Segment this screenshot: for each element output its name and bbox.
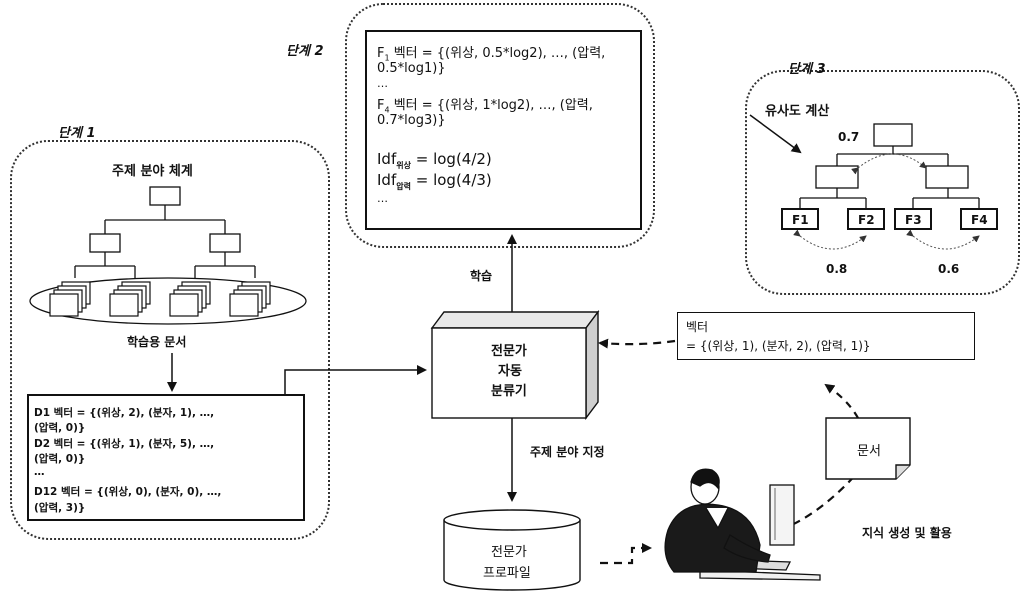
leaf-f4-label: F4: [971, 213, 988, 227]
arrow-profile-to-user: [600, 548, 650, 563]
taxonomy-title: 주제 분야 체계: [112, 160, 193, 179]
leaf-f2-label: F2: [858, 213, 875, 227]
taxonomy-node-left: [90, 234, 120, 252]
step2-ellipsis-1: …: [377, 77, 388, 90]
profile-label-2: 프로파일: [483, 562, 531, 581]
doc-stack-2: [110, 282, 150, 316]
classifier-label-3: 분류기: [491, 380, 527, 399]
taxonomy-node-right: [210, 234, 240, 252]
classifier-label-1: 전문가: [491, 340, 527, 359]
f4-vector-line2: 0.7*log3)}: [377, 113, 446, 128]
doc-vector-line1: D1 벡터 = {(위상, 2), (분자, 1), …,: [34, 405, 214, 420]
f1-vector-line2: 0.5*log1)}: [377, 61, 446, 76]
similarity-top-value: 0.7: [838, 130, 859, 144]
user-icon: [665, 469, 820, 580]
doc-vector-line2: (압력, 0)}: [34, 420, 85, 435]
query-vector-line1: 벡터: [686, 318, 708, 335]
doc-vector-line5: …: [34, 466, 45, 478]
f1-vector-line1: F1 벡터 = {(위상, 0.5*log2), …, (압력,: [377, 42, 605, 63]
idf-phase: Idf위상 = log(4/2): [377, 150, 492, 171]
leaf-f4: F4: [960, 208, 998, 230]
doc-vector-line3: D2 벡터 = {(위상, 1), (분자, 5), …,: [34, 436, 214, 451]
leaf-f2: F2: [847, 208, 885, 230]
arrow-vector-to-classifier: [600, 341, 675, 344]
f4-vector-line1: F4 벡터 = {(위상, 1*log2), …, (압력,: [377, 94, 593, 115]
doc-vectors-box: D1 벡터 = {(위상, 2), (분자, 1), …, (압력, 0)} D…: [27, 394, 305, 521]
profile-label-1: 전문가: [491, 541, 527, 560]
idf-pressure: Idf압력 = log(4/3): [377, 171, 492, 192]
leaf-f1-label: F1: [792, 213, 809, 227]
field-node-left: [816, 166, 858, 188]
document-label: 문서: [857, 440, 881, 459]
leaf-f1: F1: [781, 208, 819, 230]
similarity-arc-left: [800, 236, 866, 249]
leaf-f3-label: F3: [905, 213, 922, 227]
taxonomy-root-node: [150, 187, 180, 205]
similarity-arc-top: [858, 154, 926, 168]
field-node-right: [926, 166, 968, 188]
assign-field-label: 주제 분야 지정: [530, 443, 605, 460]
doc-vector-line4: (압력, 0)}: [34, 451, 85, 466]
doc-vector-line6: D12 벡터 = {(위상, 0), (분자, 0), …,: [34, 484, 221, 499]
field-tree: [800, 124, 979, 208]
doc-vector-line7: (압력, 3)}: [34, 500, 85, 515]
knowledge-label: 지식 생성 및 활용: [862, 524, 952, 541]
field-vectors-box: F1 벡터 = {(위상, 0.5*log2), …, (압력, 0.5*log…: [365, 30, 642, 230]
arrow-document-to-vector: [826, 385, 858, 418]
query-vector-box: 벡터 = {(위상, 1), (분자, 2), (압력, 1)}: [677, 312, 975, 360]
training-docs-label: 학습용 문서: [127, 333, 186, 350]
doc-stack-3: [170, 282, 210, 316]
taxonomy-tree: [75, 187, 255, 278]
similarity-right-value: 0.6: [938, 262, 959, 276]
similarity-arc-right: [913, 236, 979, 249]
step2-ellipsis-2: …: [377, 192, 388, 205]
similarity-label: 유사도 계산: [765, 100, 829, 119]
similarity-left-value: 0.8: [826, 262, 847, 276]
query-vector-line2: = {(위상, 1), (분자, 2), (압력, 1)}: [686, 337, 871, 354]
doc-stack-4: [230, 282, 270, 316]
learning-label: 학습: [470, 267, 492, 284]
leaf-f3: F3: [894, 208, 932, 230]
field-root-node: [874, 124, 912, 146]
arrow-vectors-to-classifier: [285, 370, 425, 395]
classifier-label-2: 자동: [498, 360, 522, 379]
arrow-similarity: [750, 115, 800, 152]
